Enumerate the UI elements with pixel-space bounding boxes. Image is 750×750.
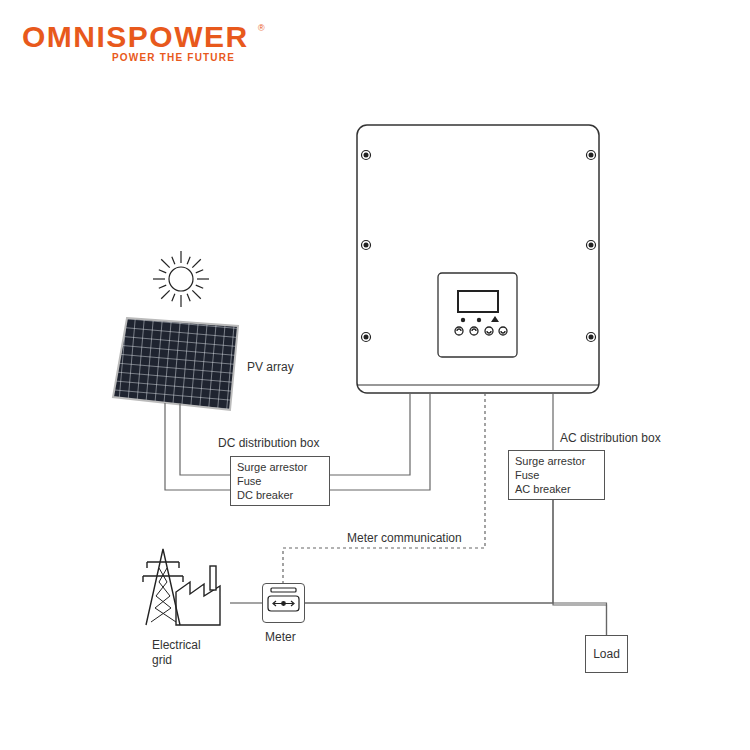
panel-button-part: [501, 331, 505, 333]
dc-wire: [330, 393, 430, 490]
node-heading: DC distribution box: [218, 436, 319, 451]
sun-ray: [159, 270, 166, 273]
screw-center-part: [364, 243, 369, 248]
distribution-box: DC distribution boxSurge arrestorFuseDC …: [230, 456, 330, 506]
node-text: DC breaker: [237, 488, 323, 502]
pv-array: PV array: [112, 315, 240, 405]
screw-center-part: [589, 335, 594, 340]
screw-center-part: [364, 153, 369, 158]
screw-part: [362, 333, 371, 342]
screw-center-part: [364, 335, 369, 340]
insulator: [143, 562, 183, 582]
brand-slogan: POWER THE FUTURE: [112, 52, 235, 63]
indicator-led-part: [477, 318, 481, 322]
screw-part: [587, 333, 596, 342]
inverter-housing: [357, 125, 599, 393]
screw-part: [587, 151, 596, 160]
sun-ray: [197, 278, 209, 279]
meter-box: Meter: [262, 583, 305, 623]
node-heading: Electrical grid: [152, 638, 216, 668]
pylon-arm: [143, 562, 183, 576]
wire-connector: [230, 602, 262, 603]
electrical-grid: Electrical grid: [130, 548, 230, 626]
meter-symbol-part: [273, 601, 294, 606]
load-box: Load: [585, 635, 628, 673]
node-heading: PV array: [247, 360, 294, 375]
screw-center-part: [589, 153, 594, 158]
sun-ray: [180, 295, 181, 307]
meter-symbol-part: [268, 596, 299, 611]
screw-part: [362, 151, 371, 160]
meter-symbol-part: [271, 588, 296, 592]
wire-connector: [553, 500, 607, 635]
electrical-grid-icon: [143, 549, 220, 625]
panel-button-part: [499, 327, 507, 335]
node-heading: AC distribution box: [560, 431, 661, 446]
pylon-leg: [146, 549, 180, 625]
dc-wire: [330, 393, 410, 475]
screw: [362, 151, 596, 342]
sun-ray: [187, 294, 190, 301]
connection-label: Meter communication: [347, 532, 462, 545]
sun-ray: [196, 270, 203, 273]
wire-connector: [305, 603, 607, 635]
sun-ray: [187, 257, 190, 264]
screw-center-part: [589, 243, 594, 248]
node-text: Surge arrestor: [237, 460, 323, 474]
display-screen: [458, 291, 498, 312]
sun-ray: [192, 259, 200, 267]
sun-ray: [172, 294, 175, 301]
solar-panel-cells: [113, 318, 238, 410]
sun-ray: [196, 285, 203, 288]
node-text: Fuse: [515, 468, 598, 482]
sun: [153, 251, 209, 307]
distribution-box: AC distribution boxSurge arrestorFuseAC …: [508, 450, 605, 500]
sun-ray: [153, 278, 165, 279]
sun-ray: [172, 257, 175, 264]
node-text: Fuse: [237, 474, 323, 488]
inverter: [357, 125, 599, 393]
solar-panel: [113, 318, 238, 410]
indicator-led-part: [491, 316, 499, 322]
control-panel: [438, 273, 517, 357]
screw-part: [362, 241, 371, 250]
panel-button-part: [455, 327, 463, 335]
sun-disc: [169, 267, 193, 291]
meter-symbol: [268, 588, 299, 611]
registered-mark: ®: [258, 24, 265, 34]
indicator-led-part: [461, 318, 465, 322]
meter-symbol-part: [282, 602, 286, 606]
panel-button: [455, 327, 507, 335]
sun-ray: [161, 259, 169, 267]
node-heading: Meter: [265, 630, 296, 645]
node-text: Load: [592, 647, 621, 661]
panel-button-part: [485, 327, 493, 335]
panel-button-part: [487, 331, 491, 333]
panel-button-part: [470, 327, 478, 335]
screw-part: [587, 241, 596, 250]
node-text: Surge arrestor: [515, 454, 598, 468]
screw-center: [364, 153, 594, 340]
panel-button-part: [457, 329, 461, 331]
sun-ray: [161, 290, 169, 298]
panel-button-part: [472, 329, 476, 331]
indicator-led: [461, 316, 499, 322]
pylon-bracing: [151, 568, 176, 622]
sun-ray: [192, 290, 200, 298]
chimney: [210, 566, 216, 590]
wire-connector: [305, 500, 553, 603]
sun-ray: [180, 251, 181, 263]
inverter-base: [358, 384, 598, 385]
ac-wire: [552, 393, 553, 450]
brand-logo: OMNISPOWER: [22, 20, 249, 53]
sun-ray: [159, 285, 166, 288]
node-text: AC breaker: [515, 482, 598, 496]
